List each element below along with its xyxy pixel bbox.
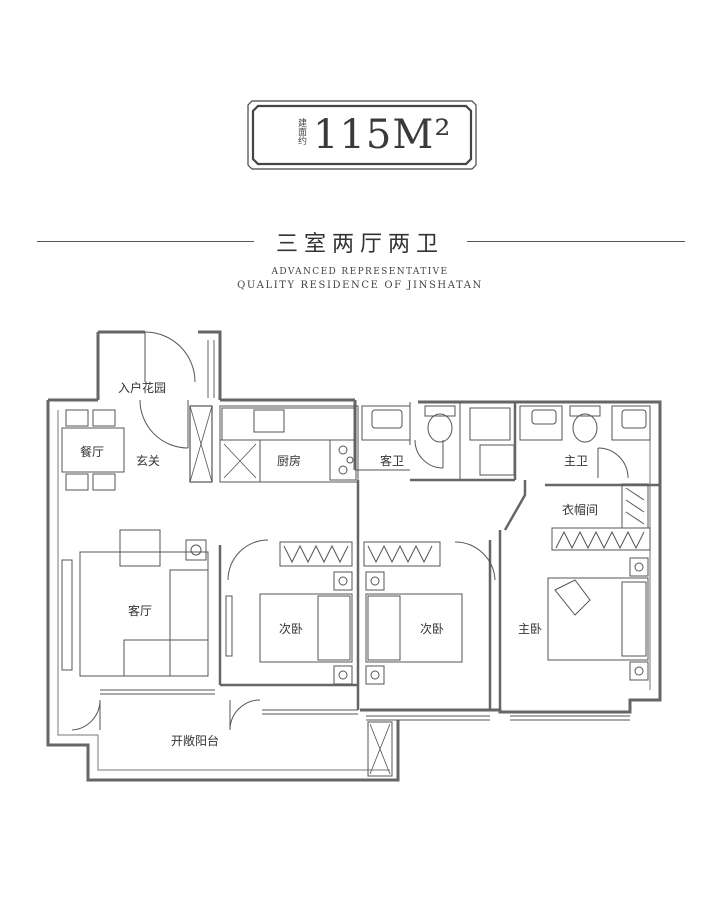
entry-garden-walls xyxy=(96,330,222,400)
area-value: 115M² xyxy=(313,112,451,158)
room-label-master-bedroom: 主卧 xyxy=(518,622,543,636)
room-label-walk-in-closet: 衣帽间 xyxy=(562,503,599,517)
dining-table xyxy=(61,409,125,491)
balcony-openings xyxy=(71,689,630,777)
area-number: 115 xyxy=(313,112,393,158)
room-label-dining: 餐厅 xyxy=(80,445,105,459)
room-label-entry-garden: 入户花园 xyxy=(118,381,167,395)
room-label-balcony: 开敞阳台 xyxy=(171,734,220,748)
exterior-inner xyxy=(57,410,651,771)
guest-bath-fixtures xyxy=(355,402,515,480)
foyer-door xyxy=(139,399,189,449)
living-furniture xyxy=(61,529,209,677)
foyer-cabinet xyxy=(189,405,213,483)
kitchen-fixtures xyxy=(219,405,359,483)
title-rule-left xyxy=(37,241,254,242)
badge-frame xyxy=(247,100,477,170)
area-unit: M² xyxy=(392,112,452,158)
master-bath-fixtures xyxy=(519,405,651,479)
room-label-guest-bath: 客卫 xyxy=(380,454,405,468)
bedroom-2-furniture xyxy=(225,539,353,685)
area-badge xyxy=(246,99,478,171)
garden-door-arc xyxy=(144,331,196,383)
layout-title: 三室两厅两卫 xyxy=(275,232,444,257)
bedroom-walls xyxy=(218,480,502,712)
closet-fixtures xyxy=(551,483,651,551)
title-rule-right xyxy=(467,241,685,242)
subtitle-line-1: ADVANCED REPRESENTATIVE xyxy=(271,267,449,277)
room-label-bedroom-3: 次卧 xyxy=(420,622,445,636)
room-label-bedroom-2: 次卧 xyxy=(279,622,304,636)
room-label-kitchen: 厨房 xyxy=(277,454,302,468)
room-label-living: 客厅 xyxy=(128,604,153,618)
subtitle-line-2: QUALITY RESIDENCE OF JINSHATAN xyxy=(237,280,483,291)
bedroom-3-furniture xyxy=(363,541,496,685)
area-label: 建面约 xyxy=(296,118,306,145)
room-label-master-bath: 主卫 xyxy=(564,454,589,468)
room-label-foyer: 玄关 xyxy=(136,454,161,468)
corridor-walls xyxy=(410,402,660,531)
master-bedroom-furniture xyxy=(547,557,649,681)
